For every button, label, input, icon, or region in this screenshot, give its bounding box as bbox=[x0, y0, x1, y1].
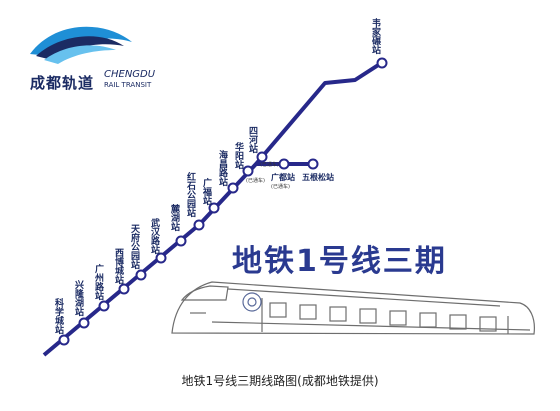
train-illustration-icon bbox=[171, 281, 535, 335]
line1-main-route bbox=[42, 58, 388, 357]
station-dot-huayang bbox=[242, 165, 254, 177]
headline-title: 地铁1号线三期 bbox=[232, 244, 447, 279]
station-dot-tianfugongyuan bbox=[135, 269, 147, 281]
station-label-kexuecheng: 科学城站 bbox=[53, 297, 64, 335]
station-dot-weijianian bbox=[376, 57, 388, 69]
station-label-wuhanlu: 武汉路站 bbox=[149, 217, 160, 255]
station-dot-haichanglu bbox=[227, 182, 239, 194]
station-label-xibocheng: 西博城站 bbox=[113, 248, 124, 285]
logo-chinese-text: 成都轨道 bbox=[30, 74, 95, 92]
station-label-guangdu: 广都站 bbox=[271, 172, 295, 182]
station-label-guangfu: 广福站 bbox=[201, 177, 213, 206]
station-dot-xibocheng bbox=[118, 283, 130, 295]
station-label-luhu: 麓湖站 bbox=[169, 203, 181, 232]
logo-english-line2: RAIL TRANSIT bbox=[104, 81, 152, 89]
station-label-sihe: 四河站 bbox=[247, 126, 258, 154]
chengdu-rail-transit-logo-icon bbox=[30, 26, 132, 64]
station-dot-luhu bbox=[175, 235, 187, 247]
station-dot-guangdu bbox=[278, 158, 290, 170]
station-dot-wuhanlu bbox=[155, 252, 167, 264]
station-dot-guangfu bbox=[208, 202, 220, 214]
station-label-haichanglu: 海昌路站 bbox=[217, 149, 228, 187]
station-dot-guangzhoulu bbox=[98, 300, 110, 312]
station-note-sihe: (已通车) bbox=[260, 161, 279, 168]
station-dot-kexuecheng bbox=[58, 334, 70, 346]
station-label-tianfugongyuan: 天府公园站 bbox=[129, 224, 140, 270]
logo-english-line1: CHENGDU bbox=[104, 69, 156, 80]
map-caption: 地铁1号线三期线路图(成都地铁提供) bbox=[181, 374, 379, 388]
station-dot-wugensong bbox=[307, 158, 319, 170]
station-label-xinglonghu: 兴隆湖站 bbox=[73, 279, 84, 317]
station-dot-sihe bbox=[256, 151, 268, 163]
station-label-weijianian: 韦家碾站 bbox=[370, 17, 381, 55]
station-dot-xinglonghu bbox=[78, 317, 90, 329]
station-label-hongshigongyuan: 红石公园站 bbox=[185, 171, 197, 218]
station-label-huayang: 华阳站 bbox=[233, 141, 244, 170]
station-note-huayang: (已通车) bbox=[246, 177, 265, 184]
station-note-guangdu: (已通车) bbox=[271, 183, 290, 190]
station-label-wugensong: 五根松站 bbox=[302, 172, 334, 182]
station-label-guangzhoulu: 广州路站 bbox=[93, 263, 105, 301]
station-dot-hongshigongyuan bbox=[193, 219, 205, 231]
